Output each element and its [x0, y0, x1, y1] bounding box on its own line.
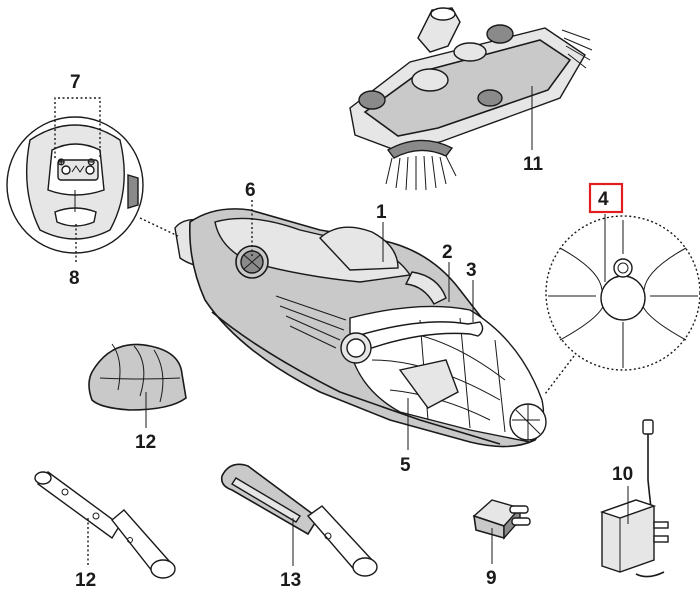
label-7: 7: [70, 72, 81, 93]
label-6: 6: [245, 180, 256, 201]
label-1: 1: [376, 202, 387, 223]
part-vacuum-head[interactable]: [349, 7, 593, 191]
detail-valve[interactable]: [545, 215, 700, 371]
label-10: 10: [612, 464, 633, 485]
label-3: 3: [466, 260, 477, 281]
part-pole-section[interactable]: [34, 471, 176, 579]
label-12-pole: 12: [75, 570, 96, 591]
plus-symbol: ⊕: [57, 157, 65, 168]
label-13: 13: [280, 570, 301, 591]
detail-connector-right: [544, 355, 575, 395]
part-connector-plug[interactable]: [472, 499, 531, 540]
label-8: 8: [69, 268, 80, 289]
highlight-box-4: [588, 182, 624, 214]
label-5: 5: [400, 455, 411, 476]
part-charger[interactable]: [599, 419, 669, 578]
label-11: 11: [523, 154, 544, 175]
detail-connector-left: [139, 217, 179, 237]
detail-battery-compartment[interactable]: ⊕ ⊖: [6, 116, 144, 254]
part-handle[interactable]: [220, 463, 378, 577]
part-main-body[interactable]: [174, 208, 547, 448]
label-2: 2: [442, 242, 453, 263]
part-debris-bag[interactable]: [88, 343, 187, 411]
label-9: 9: [486, 568, 497, 589]
label-12-bag: 12: [135, 432, 156, 453]
minus-symbol: ⊖: [87, 157, 95, 168]
label-4: 4: [598, 189, 609, 210]
leader-7: [54, 97, 101, 158]
